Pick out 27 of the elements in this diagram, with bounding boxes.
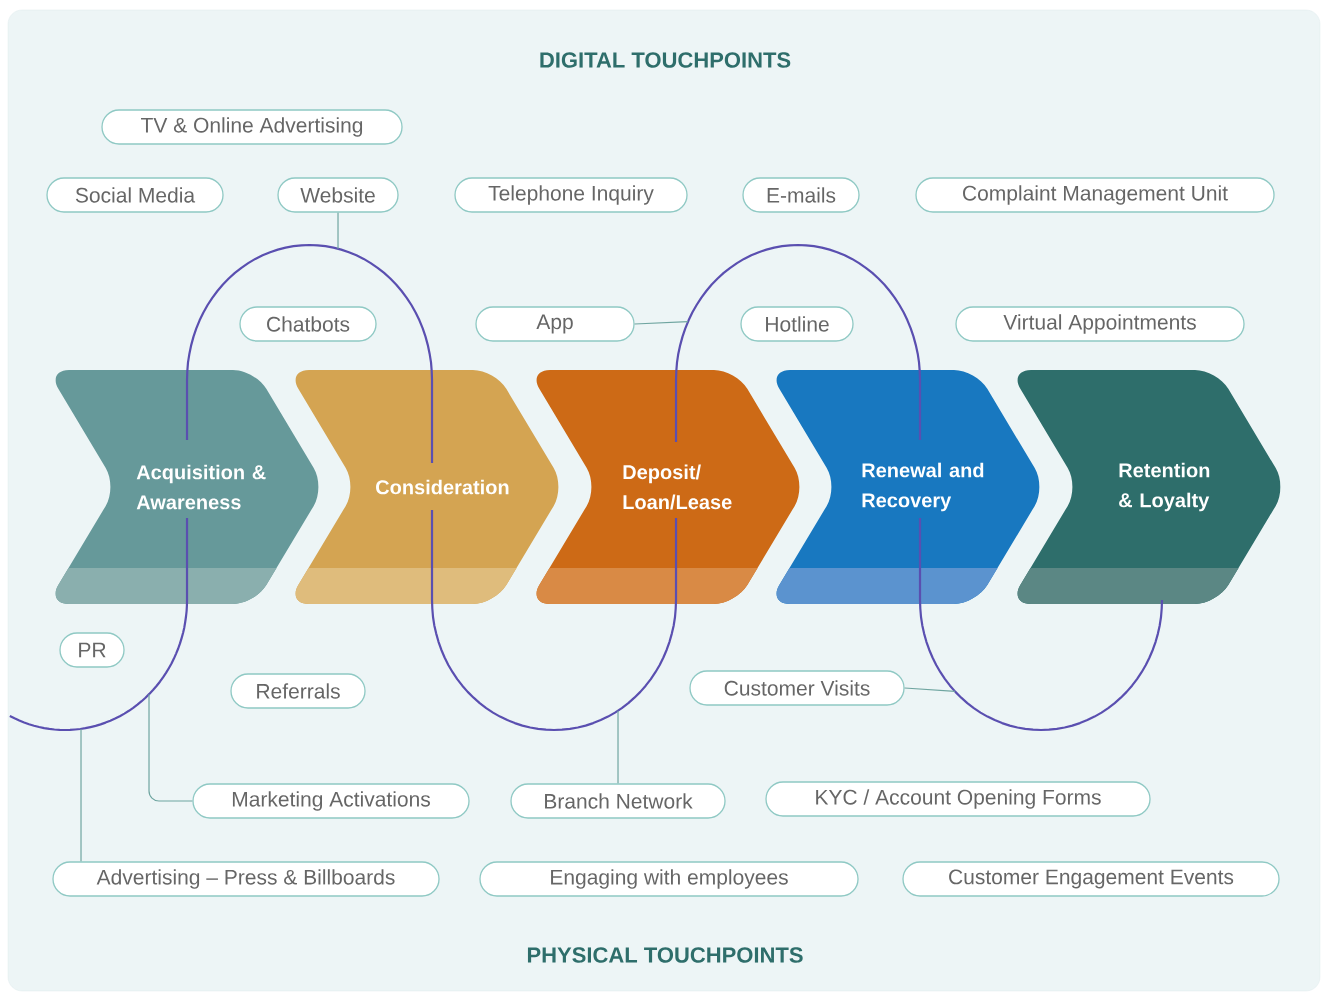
leader-line: [617, 710, 619, 784]
section-heading: PHYSICAL TOUCHPOINTS: [527, 947, 803, 963]
touchpoint-pill: Engaging with employees: [479, 861, 859, 897]
touchpoint-pill: Branch Network: [510, 783, 726, 819]
touchpoint-pill: Marketing Activations: [192, 783, 470, 819]
touchpoint-pill: Website: [277, 177, 399, 213]
touchpoint-pill: Virtual Appointments: [955, 306, 1245, 342]
touchpoint-pill: E-mails: [742, 177, 860, 213]
touchpoint-pill: Advertising – Press & Billboards: [52, 861, 440, 897]
touchpoint-pill: Referrals: [230, 673, 366, 709]
touchpoint-pill: Complaint Management Unit: [915, 177, 1275, 213]
touchpoint-pill: Chatbots: [239, 306, 377, 342]
touchpoint-pill: Social Media: [46, 177, 224, 213]
touchpoint-pill: KYC / Account Opening Forms: [765, 781, 1151, 817]
leader-line: [634, 321, 689, 325]
touchpoint-pill: Telephone Inquiry: [454, 177, 688, 213]
touchpoint-pill: Customer Engagement Events: [902, 861, 1280, 897]
touchpoint-pill: Hotline: [740, 306, 854, 342]
leader-line: [904, 687, 956, 692]
touchpoint-pill: Customer Visits: [689, 670, 905, 706]
leader-line: [80, 728, 82, 862]
leader-line: [148, 693, 193, 802]
section-heading: DIGITAL TOUCHPOINTS: [540, 52, 791, 68]
touchpoint-pill: PR: [59, 632, 125, 668]
leader-line: [337, 212, 339, 250]
touchpoint-pill: TV & Online Advertising: [101, 109, 403, 145]
touchpoint-pill: App: [475, 306, 635, 342]
